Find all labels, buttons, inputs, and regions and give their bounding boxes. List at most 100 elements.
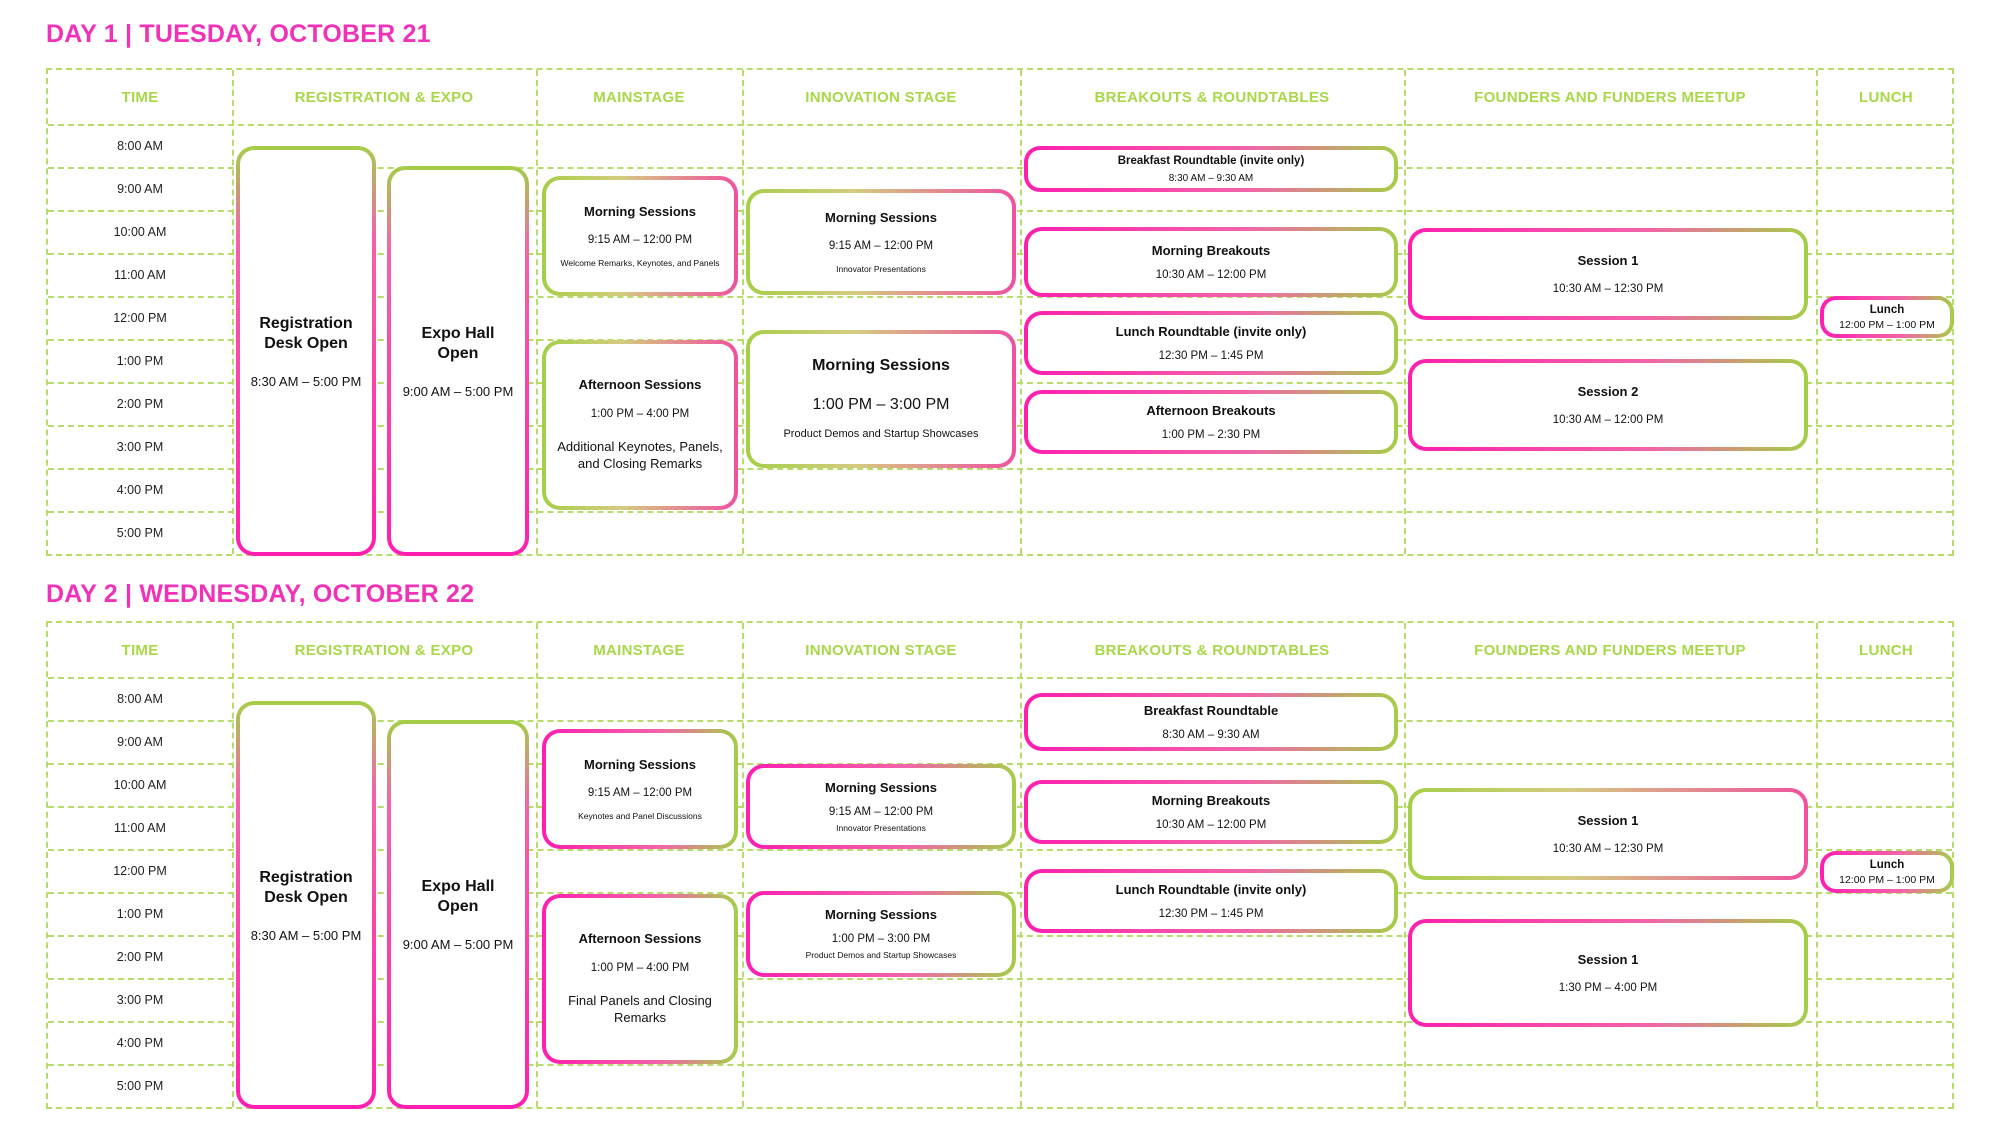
afternoon-breakouts-event[interactable]: Afternoon Breakouts 1:00 PM – 2:30 PM <box>1024 390 1398 454</box>
event-time: 12:30 PM – 1:45 PM <box>1158 350 1264 363</box>
lunch-event[interactable]: Lunch 12:00 PM – 1:00 PM <box>1820 851 1954 893</box>
time-label: 11:00 AM <box>114 820 166 835</box>
breakfast-roundtable-event[interactable]: Breakfast Roundtable (invite only) 8:30 … <box>1024 146 1398 192</box>
registration-desk-event[interactable]: Registration Desk Open 8:30 AM – 5:00 PM <box>236 701 376 1109</box>
event-title: Lunch <box>1869 859 1905 872</box>
event-title: Session 1 <box>1577 252 1639 268</box>
event-title: Session 2 <box>1577 383 1639 399</box>
event-time: 9:00 AM – 5:00 PM <box>402 383 514 399</box>
innovation-morning-event[interactable]: Morning Sessions 9:15 AM – 12:00 PM Inno… <box>746 189 1016 295</box>
time-label: 10:00 AM <box>113 224 167 239</box>
column-header-lunch: LUNCH <box>1859 641 1913 659</box>
event-time: 9:15 AM – 12:00 PM <box>828 239 934 252</box>
event-time: 10:30 AM – 12:00 PM <box>1155 269 1267 282</box>
time-label: 10:00 AM <box>113 777 167 792</box>
time-label: 3:00 PM <box>116 439 164 454</box>
column-header-mainstage: MAINSTAGE <box>593 88 685 106</box>
mainstage-morning-event[interactable]: Morning Sessions 9:15 AM – 12:00 PM Keyn… <box>542 729 738 849</box>
event-time: 1:00 PM – 4:00 PM <box>590 961 690 974</box>
grid-line <box>48 468 1952 470</box>
event-time: 9:15 AM – 12:00 PM <box>828 805 934 818</box>
grid-line <box>48 167 1952 169</box>
event-title: Session 1 <box>1577 812 1639 828</box>
column-header-innovation: INNOVATION STAGE <box>805 641 957 659</box>
event-time: 10:30 AM – 12:30 PM <box>1552 843 1664 856</box>
event-time: 10:30 AM – 12:00 PM <box>1552 414 1664 427</box>
founders-session-2-event[interactable]: Session 2 10:30 AM – 12:00 PM <box>1408 359 1808 451</box>
event-time: 1:00 PM – 3:00 PM <box>831 933 931 946</box>
grid-line <box>1404 623 1406 1107</box>
grid-line <box>742 623 744 1107</box>
grid-line <box>48 978 1952 980</box>
morning-breakouts-event[interactable]: Morning Breakouts 10:30 AM – 12:00 PM <box>1024 780 1398 844</box>
event-description: Final Panels and Closing Remarks <box>568 992 712 1026</box>
time-label: 12:00 PM <box>113 863 167 878</box>
column-header-time: TIME <box>121 88 159 106</box>
event-title: Registration Desk Open <box>259 868 353 906</box>
time-label: 8:00 AM <box>117 138 163 153</box>
day1-schedule-grid: TIME REGISTRATION & EXPO MAINSTAGE INNOV… <box>46 68 1954 556</box>
event-time: 1:00 PM – 2:30 PM <box>1161 429 1261 442</box>
innovation-morning-event[interactable]: Morning Sessions 9:15 AM – 12:00 PM Inno… <box>746 764 1016 849</box>
mainstage-afternoon-event[interactable]: Afternoon Sessions 1:00 PM – 4:00 PM Fin… <box>542 894 738 1064</box>
time-label: 1:00 PM <box>116 906 164 921</box>
time-label: 12:00 PM <box>113 310 167 325</box>
time-label: 4:00 PM <box>116 482 164 497</box>
event-description: Product Demos and Startup Showcases <box>805 950 957 961</box>
event-time: 8:30 AM – 5:00 PM <box>250 373 362 389</box>
grid-line <box>48 892 1952 894</box>
event-time: 9:15 AM – 12:00 PM <box>587 233 693 246</box>
founders-session-2-event[interactable]: Session 1 1:30 PM – 4:00 PM <box>1408 919 1808 1027</box>
day2-schedule-grid: TIME REGISTRATION & EXPO MAINSTAGE INNOV… <box>46 621 1954 1109</box>
expo-hall-event[interactable]: Expo Hall Open 9:00 AM – 5:00 PM <box>387 166 529 556</box>
grid-line <box>742 70 744 554</box>
mainstage-morning-event[interactable]: Morning Sessions 9:15 AM – 12:00 PM Welc… <box>542 176 738 296</box>
grid-line <box>48 763 1952 765</box>
innovation-afternoon-event[interactable]: Morning Sessions 1:00 PM – 3:00 PM Produ… <box>746 891 1016 977</box>
event-time: 1:30 PM – 4:00 PM <box>1558 982 1658 995</box>
event-title: Expo Hall Open <box>421 878 495 915</box>
event-title: Morning Sessions <box>825 209 937 225</box>
grid-line <box>48 124 1952 126</box>
event-title: Breakfast Roundtable (invite only) <box>1117 154 1305 167</box>
innovation-afternoon-event[interactable]: Morning Sessions 1:00 PM – 3:00 PM Produ… <box>746 330 1016 468</box>
event-time: 1:00 PM – 3:00 PM <box>812 396 950 414</box>
event-title: Morning Sessions <box>812 357 950 375</box>
event-title: Lunch Roundtable (invite only) <box>1115 881 1307 897</box>
registration-desk-event[interactable]: Registration Desk Open 8:30 AM – 5:00 PM <box>236 146 376 556</box>
column-header-founders: FOUNDERS AND FUNDERS MEETUP <box>1474 88 1746 106</box>
event-title: Afternoon Sessions <box>578 931 702 947</box>
breakfast-roundtable-event[interactable]: Breakfast Roundtable 8:30 AM – 9:30 AM <box>1024 693 1398 751</box>
grid-line <box>1020 70 1022 554</box>
morning-breakouts-event[interactable]: Morning Breakouts 10:30 AM – 12:00 PM <box>1024 227 1398 297</box>
event-title: Afternoon Sessions <box>578 377 702 393</box>
event-time: 8:30 AM – 9:30 AM <box>1162 729 1260 742</box>
event-time: 10:30 AM – 12:30 PM <box>1552 283 1664 296</box>
event-title: Morning Breakouts <box>1151 242 1271 258</box>
mainstage-afternoon-event[interactable]: Afternoon Sessions 1:00 PM – 4:00 PM Add… <box>542 340 738 510</box>
time-label: 5:00 PM <box>116 525 164 540</box>
column-header-registration: REGISTRATION & EXPO <box>294 641 474 659</box>
time-label: 2:00 PM <box>116 949 164 964</box>
time-label: 11:00 AM <box>114 267 166 282</box>
event-time: 12:30 PM – 1:45 PM <box>1158 908 1264 921</box>
event-title: Morning Breakouts <box>1151 792 1271 808</box>
grid-line <box>232 70 234 554</box>
event-time: 9:15 AM – 12:00 PM <box>587 786 693 799</box>
event-time: 12:00 PM – 1:00 PM <box>1839 873 1935 886</box>
time-label: 1:00 PM <box>116 353 164 368</box>
lunch-roundtable-event[interactable]: Lunch Roundtable (invite only) 12:30 PM … <box>1024 869 1398 933</box>
day2-title: DAY 2 | WEDNESDAY, OCTOBER 22 <box>46 580 475 608</box>
time-label: 2:00 PM <box>116 396 164 411</box>
event-title: Lunch <box>1869 304 1905 317</box>
event-time: 10:30 AM – 12:00 PM <box>1155 819 1267 832</box>
event-description: Additional Keynotes, Panels, and Closing… <box>557 438 723 472</box>
founders-session-1-event[interactable]: Session 1 10:30 AM – 12:30 PM <box>1408 788 1808 880</box>
grid-line <box>1816 623 1818 1107</box>
lunch-event[interactable]: Lunch 12:00 PM – 1:00 PM <box>1820 296 1954 338</box>
time-label: 8:00 AM <box>117 691 163 706</box>
expo-hall-event[interactable]: Expo Hall Open 9:00 AM – 5:00 PM <box>387 720 529 1109</box>
lunch-roundtable-event[interactable]: Lunch Roundtable (invite only) 12:30 PM … <box>1024 311 1398 375</box>
column-header-time: TIME <box>121 641 159 659</box>
founders-session-1-event[interactable]: Session 1 10:30 AM – 12:30 PM <box>1408 228 1808 320</box>
